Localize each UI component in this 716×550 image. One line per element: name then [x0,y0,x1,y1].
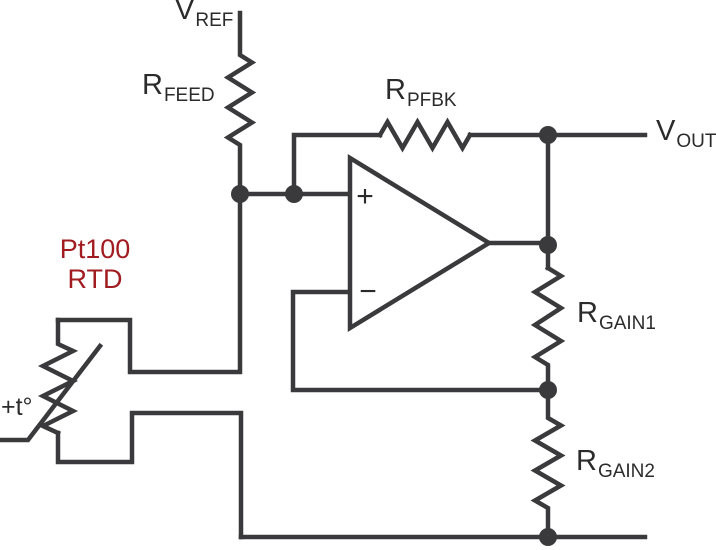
vout-label-sub: OUT [676,131,716,152]
rfeed-label-sub: FEED [163,85,215,106]
vout-label: VOUT [656,115,716,152]
feedback-wire [290,289,551,393]
rgain1-label-sub: GAIN1 [598,313,656,334]
vref-label-main: V [175,0,195,26]
rgain2-resistor [530,387,566,540]
rtd-upper-wire [55,191,243,375]
vref-label-sub: REF [195,10,234,31]
rpfbk-label-sub: PFBK [406,90,457,111]
junction-dot-opamp-output [539,236,557,254]
rfeed-resistor [223,10,257,197]
junction-dot-bottom-rail [539,528,557,546]
rpfbk-label: RPFBK [385,74,457,111]
vref-label: VREF [175,0,233,30]
opamp-minus-sign: − [359,275,377,308]
junction-dot-gain-divider [539,381,557,399]
rfeed-label: RFEED [142,69,215,106]
junction-dot-plus-input [285,185,303,203]
rgain2-label-sub: GAIN2 [597,461,655,482]
sensor-temp-label: +t° [1,393,33,421]
rpfbk-label-main: R [385,74,406,106]
junction-dot-vout-node [539,126,557,144]
rgain2-label: RGAIN2 [576,445,655,482]
junction-dot-feed-node [231,185,249,203]
rgain2-label-main: R [576,445,597,477]
opamp-symbol [347,153,494,333]
rgain1-label-main: R [577,297,598,329]
sensor-label-line1: Pt100 [59,234,131,264]
rgain1-label: RGAIN1 [577,297,656,334]
sensor-label: Pt100 RTD [48,234,142,294]
vout-label-main: V [656,115,676,147]
rfeed-label-main: R [142,69,163,101]
rpfbk-resistor [376,117,474,153]
rgain1-resistor [530,264,566,393]
rtd-lower-wire [55,410,244,540]
rtd-diagonal-stroke [0,342,104,443]
pfbk-tap-wire [291,132,383,197]
sensor-label-line2: RTD [67,264,123,294]
opamp-plus-sign: + [356,180,374,213]
